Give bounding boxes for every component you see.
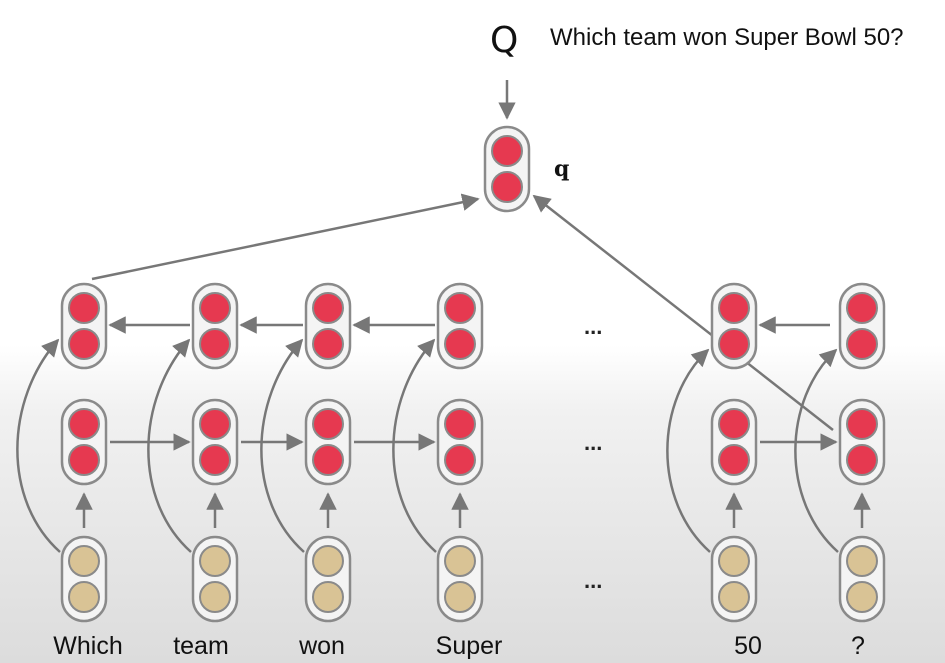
- embedding-to-forward-arrows: [75, 492, 871, 528]
- embedding-cell: [60, 535, 108, 623]
- ellipsis-embedding: ...: [584, 568, 602, 593]
- question-vector-cell: [483, 125, 531, 213]
- backward-rnn-cell: [191, 282, 239, 370]
- question-vector-label: q: [554, 156, 569, 182]
- backward-rnn-cell: [436, 282, 484, 370]
- forward-rnn-cell: [191, 398, 239, 486]
- forward-rnn-cell: [60, 398, 108, 486]
- backward-rnn-cell: [838, 282, 886, 370]
- token-label: ?: [851, 632, 865, 660]
- token-label: won: [298, 632, 345, 660]
- question-letter: Q: [490, 20, 518, 61]
- forward-rnn-cell: [838, 398, 886, 486]
- backward-rnn-cell: [710, 282, 758, 370]
- forward-rnn-cell: [436, 398, 484, 486]
- backward-rnn-cell: [304, 282, 352, 370]
- ellipsis-forward: ...: [584, 430, 602, 455]
- ellipsis-backward: ...: [584, 314, 602, 339]
- question-text: Which team won Super Bowl 50?: [550, 24, 904, 51]
- forward-final-to-q-arrow: [532, 194, 834, 431]
- backward-rnn-cell: [60, 282, 108, 370]
- backward-final-to-q-arrow: [91, 193, 480, 281]
- token-label: team: [173, 632, 229, 660]
- embedding-cell: [436, 535, 484, 623]
- token-label: Which: [53, 632, 122, 660]
- token-label: Super: [436, 632, 503, 660]
- forward-rnn-cell: [710, 398, 758, 486]
- forward-rnn-cell: [304, 398, 352, 486]
- embedding-cell: [710, 535, 758, 623]
- embedding-to-backward-arrows: [16, 338, 839, 553]
- token-label: 50: [734, 632, 762, 660]
- embedding-cell: [191, 535, 239, 623]
- embedding-cell: [304, 535, 352, 623]
- embedding-cell: [838, 535, 886, 623]
